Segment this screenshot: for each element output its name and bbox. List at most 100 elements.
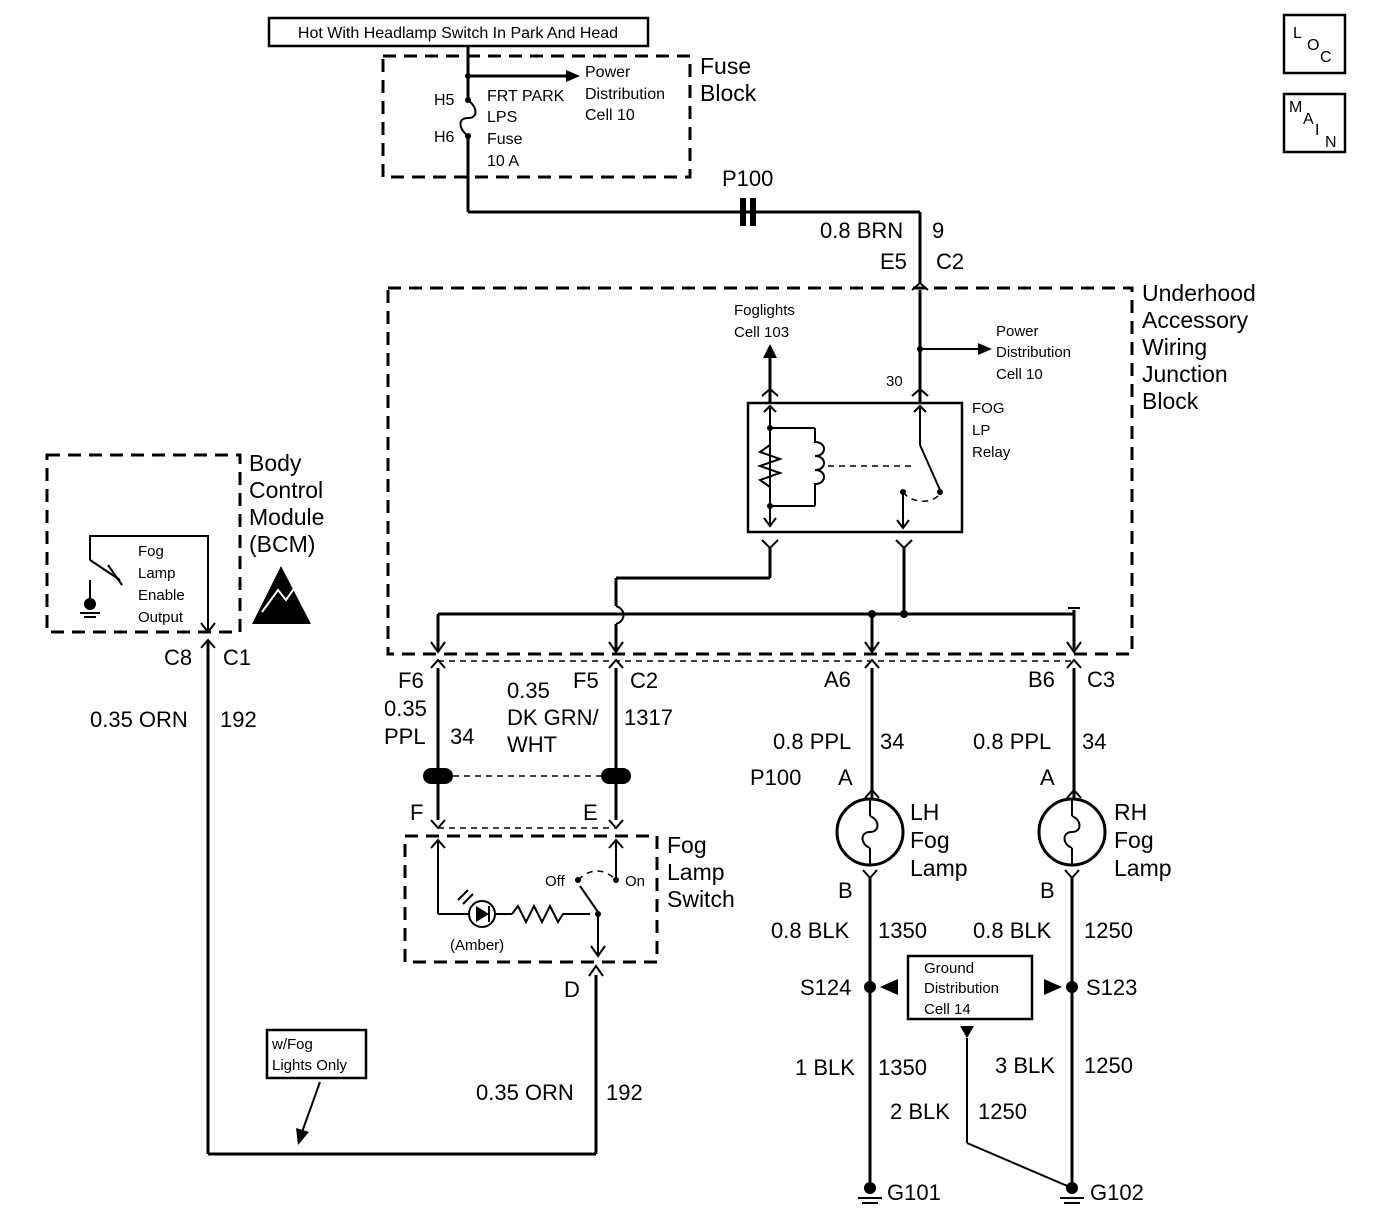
conn-e5: E5	[880, 249, 907, 274]
lh-lamp-icon	[835, 797, 905, 867]
lh-circuit: 34	[880, 729, 904, 754]
junction-block: Underhood Accessory Wiring Junction Bloc…	[386, 280, 1256, 656]
p100-inline-connector: P100	[722, 166, 773, 226]
fuse-icon	[459, 99, 477, 137]
relay-name-2: LP	[972, 422, 990, 439]
fog-switch-title-1: Fog	[667, 832, 707, 858]
foglights-ref-1: Foglights	[734, 302, 795, 319]
lh-name-3: Lamp	[910, 855, 968, 881]
rh-name-1: RH	[1114, 799, 1147, 825]
f6-circuit: 34	[450, 724, 474, 749]
f6-wire-1: 0.35	[384, 696, 427, 721]
bcm-title-4: (BCM)	[249, 531, 315, 557]
p100-top-label: P100	[722, 166, 773, 191]
ground-dist-1: Ground	[924, 960, 974, 977]
esd-sensitive-icon	[252, 566, 311, 624]
rh-wire: 0.8 PPL	[973, 729, 1051, 754]
main-button[interactable]: M A I N	[1282, 92, 1347, 154]
pin-d: D	[564, 977, 580, 1002]
rh-lamp-icon	[1037, 797, 1107, 867]
bcm-wire-circuit: 192	[220, 707, 257, 732]
fuse-power-ref-3: Cell 10	[585, 107, 635, 124]
fog-lamp-relay: FOG LP Relay	[746, 400, 1011, 534]
relay-switch-arm-icon	[919, 444, 941, 491]
lamp-color: (Amber)	[450, 937, 504, 954]
fuse-power-ref-1: Power	[585, 64, 631, 81]
arrow-right-icon	[566, 70, 580, 82]
resistor-icon	[756, 444, 784, 488]
rh-fog-lamp-circuit: B6 C3 0.8 PPL 34 A RH Fog Lamp B 0.8 BLK…	[973, 667, 1172, 1205]
splice-s123-icon	[1066, 981, 1078, 993]
fuse-power-ref-2: Distribution	[585, 86, 665, 103]
rh-ground: G102	[1090, 1180, 1144, 1205]
pin-e: E	[583, 800, 598, 825]
option-note: w/Fog Lights Only	[265, 1028, 368, 1145]
junction-power-ref-2: Distribution	[996, 344, 1071, 361]
conn-c2: C2	[630, 668, 658, 693]
rh-name-2: Fog	[1114, 827, 1154, 853]
bcm-title-2: Control	[249, 477, 323, 503]
rh-conn-c3: C3	[1087, 667, 1115, 692]
fuse-block-title-1: Fuse	[700, 53, 751, 79]
conn-f5: F5	[573, 668, 599, 693]
arrow-up-icon	[763, 344, 777, 358]
junction-title-4: Junction	[1142, 361, 1228, 387]
rh-circuit: 34	[1082, 729, 1106, 754]
arrow-down-icon	[296, 1128, 309, 1145]
switch-on: On	[625, 873, 645, 890]
lh-lower-circuit: 1350	[878, 1055, 927, 1080]
junction-title-5: Block	[1142, 388, 1199, 414]
lh-gnd-circuit: 1350	[878, 918, 927, 943]
fuse-name-3: Fuse	[487, 131, 523, 148]
fuse-name-2: LPS	[487, 109, 517, 126]
fuse-name-4: 10 A	[487, 153, 519, 170]
f6-wire-2: PPL	[384, 724, 426, 749]
arrow-right-icon	[978, 343, 992, 355]
conn-f6: F6	[398, 668, 424, 693]
fuse-name-1: FRT PARK	[487, 88, 565, 105]
lh-pin-b: B	[838, 878, 853, 903]
switch-arm-icon	[579, 885, 599, 913]
rh-lower-circuit: 1250	[1084, 1053, 1133, 1078]
ground-icon	[84, 598, 96, 610]
rh-pin-b: B	[1040, 878, 1055, 903]
bcm-title-1: Body	[249, 450, 302, 476]
bcm-output-3: Enable	[138, 587, 185, 604]
junction-power-ref-3: Cell 10	[996, 366, 1043, 383]
lh-name-2: Fog	[910, 827, 950, 853]
foglights-ref-2: Cell 103	[734, 324, 789, 341]
switch-wire-circuit: 192	[606, 1080, 643, 1105]
bcm-title-3: Module	[249, 504, 324, 530]
ground-distribution-ref: Ground Distribution Cell 14 2 BLK 1250	[890, 954, 1073, 1189]
lh-conn-a6: A6	[824, 667, 851, 692]
lh-lower-wire: 1 BLK	[795, 1055, 855, 1080]
main-letter-2: A	[1303, 111, 1314, 128]
loc-letter-2: O	[1307, 37, 1319, 54]
lh-name-1: LH	[910, 799, 939, 825]
bcm-output-1: Fog	[138, 543, 164, 560]
f5-wire-1: 0.35	[507, 678, 550, 703]
body-control-module: Body Control Module (BCM) Fog Lamp Enabl…	[45, 450, 324, 634]
lh-ground: G101	[887, 1180, 941, 1205]
lh-pin-a: A	[838, 765, 853, 790]
switch-off: Off	[545, 873, 566, 890]
bcm-output-4: Output	[138, 609, 184, 626]
relay-name-3: Relay	[972, 444, 1011, 461]
junction-title-2: Accessory	[1142, 307, 1249, 333]
main-letter-1: M	[1289, 99, 1302, 116]
loc-letter-1: L	[1293, 25, 1302, 42]
ground-dist-3: Cell 14	[924, 1001, 971, 1018]
relay-pin-30: 30	[886, 373, 903, 390]
rh-name-3: Lamp	[1114, 855, 1172, 881]
loc-button[interactable]: L O C	[1282, 13, 1347, 75]
lh-gnd-wire: 0.8 BLK	[771, 918, 850, 943]
splice-s124-icon	[864, 981, 876, 993]
arrow-down-icon	[960, 1026, 974, 1038]
rh-gnd-circuit: 1250	[1084, 918, 1133, 943]
supply-label-text: Hot With Headlamp Switch In Park And Hea…	[298, 25, 618, 42]
junction-title-1: Underhood	[1142, 280, 1256, 306]
bcm-output-2: Lamp	[138, 565, 176, 582]
bcm-conn-c1: C1	[223, 645, 251, 670]
option-note-2: Lights Only	[272, 1057, 348, 1074]
pin-f: F	[410, 800, 423, 825]
